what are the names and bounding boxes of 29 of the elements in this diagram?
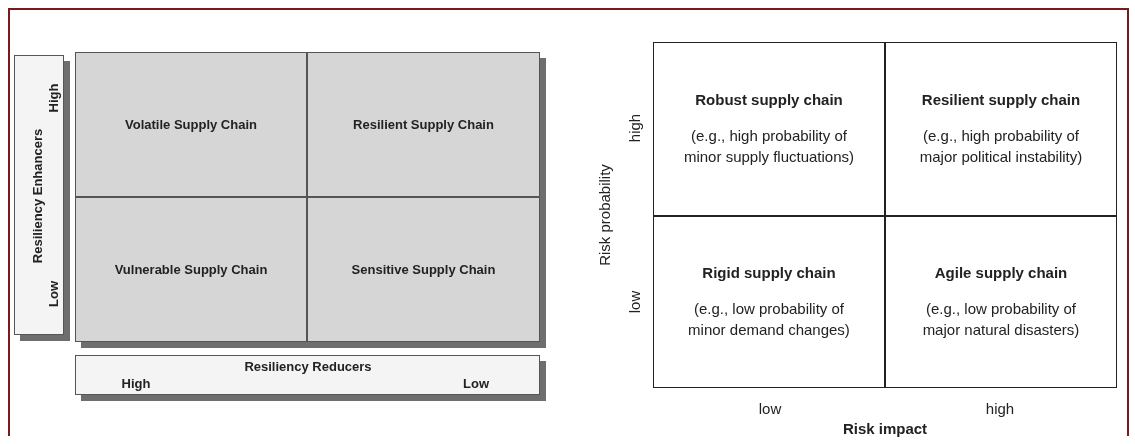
matrix-cell	[885, 216, 1117, 388]
axis-level: High	[45, 83, 61, 113]
cell-example: (e.g., high probability of major political instability)	[918, 126, 1084, 167]
matrix-cell	[653, 42, 885, 216]
cell-title: Resilient supply chain	[921, 91, 1081, 109]
cell-title: Vulnerable Supply Chain	[114, 262, 268, 277]
axis-level: Low	[45, 281, 61, 307]
matrix-cell	[885, 42, 1117, 216]
axis-title: Resiliency Enhancers	[29, 128, 45, 264]
cell-example: (e.g., low probability of major natural disasters)	[921, 299, 1081, 340]
matrix-cell	[653, 216, 885, 388]
axis-title: Resiliency Reducers	[244, 358, 372, 374]
cell-title: Sensitive Supply Chain	[351, 262, 496, 277]
cell-example: (e.g., high probability of minor supply fluctuations)	[682, 126, 856, 167]
axis-level: High	[121, 375, 151, 391]
axis-level: high	[625, 113, 643, 143]
axis-level: low	[625, 290, 643, 314]
matrix-cell	[75, 52, 307, 197]
axis-level: Low	[463, 375, 489, 391]
axis-level: low	[758, 399, 782, 417]
cell-title: Agile supply chain	[934, 264, 1068, 282]
cell-title: Volatile Supply Chain	[125, 117, 257, 132]
cell-title: Resilient Supply Chain	[353, 117, 494, 132]
cell-title: Robust supply chain	[695, 91, 843, 109]
axis-title: Risk probability	[595, 164, 613, 266]
axis-title: Risk impact	[842, 419, 928, 437]
axis-level: high	[985, 399, 1015, 417]
cell-title: Rigid supply chain	[702, 264, 836, 282]
cell-example: (e.g., low probability of minor demand changes)	[687, 299, 851, 340]
